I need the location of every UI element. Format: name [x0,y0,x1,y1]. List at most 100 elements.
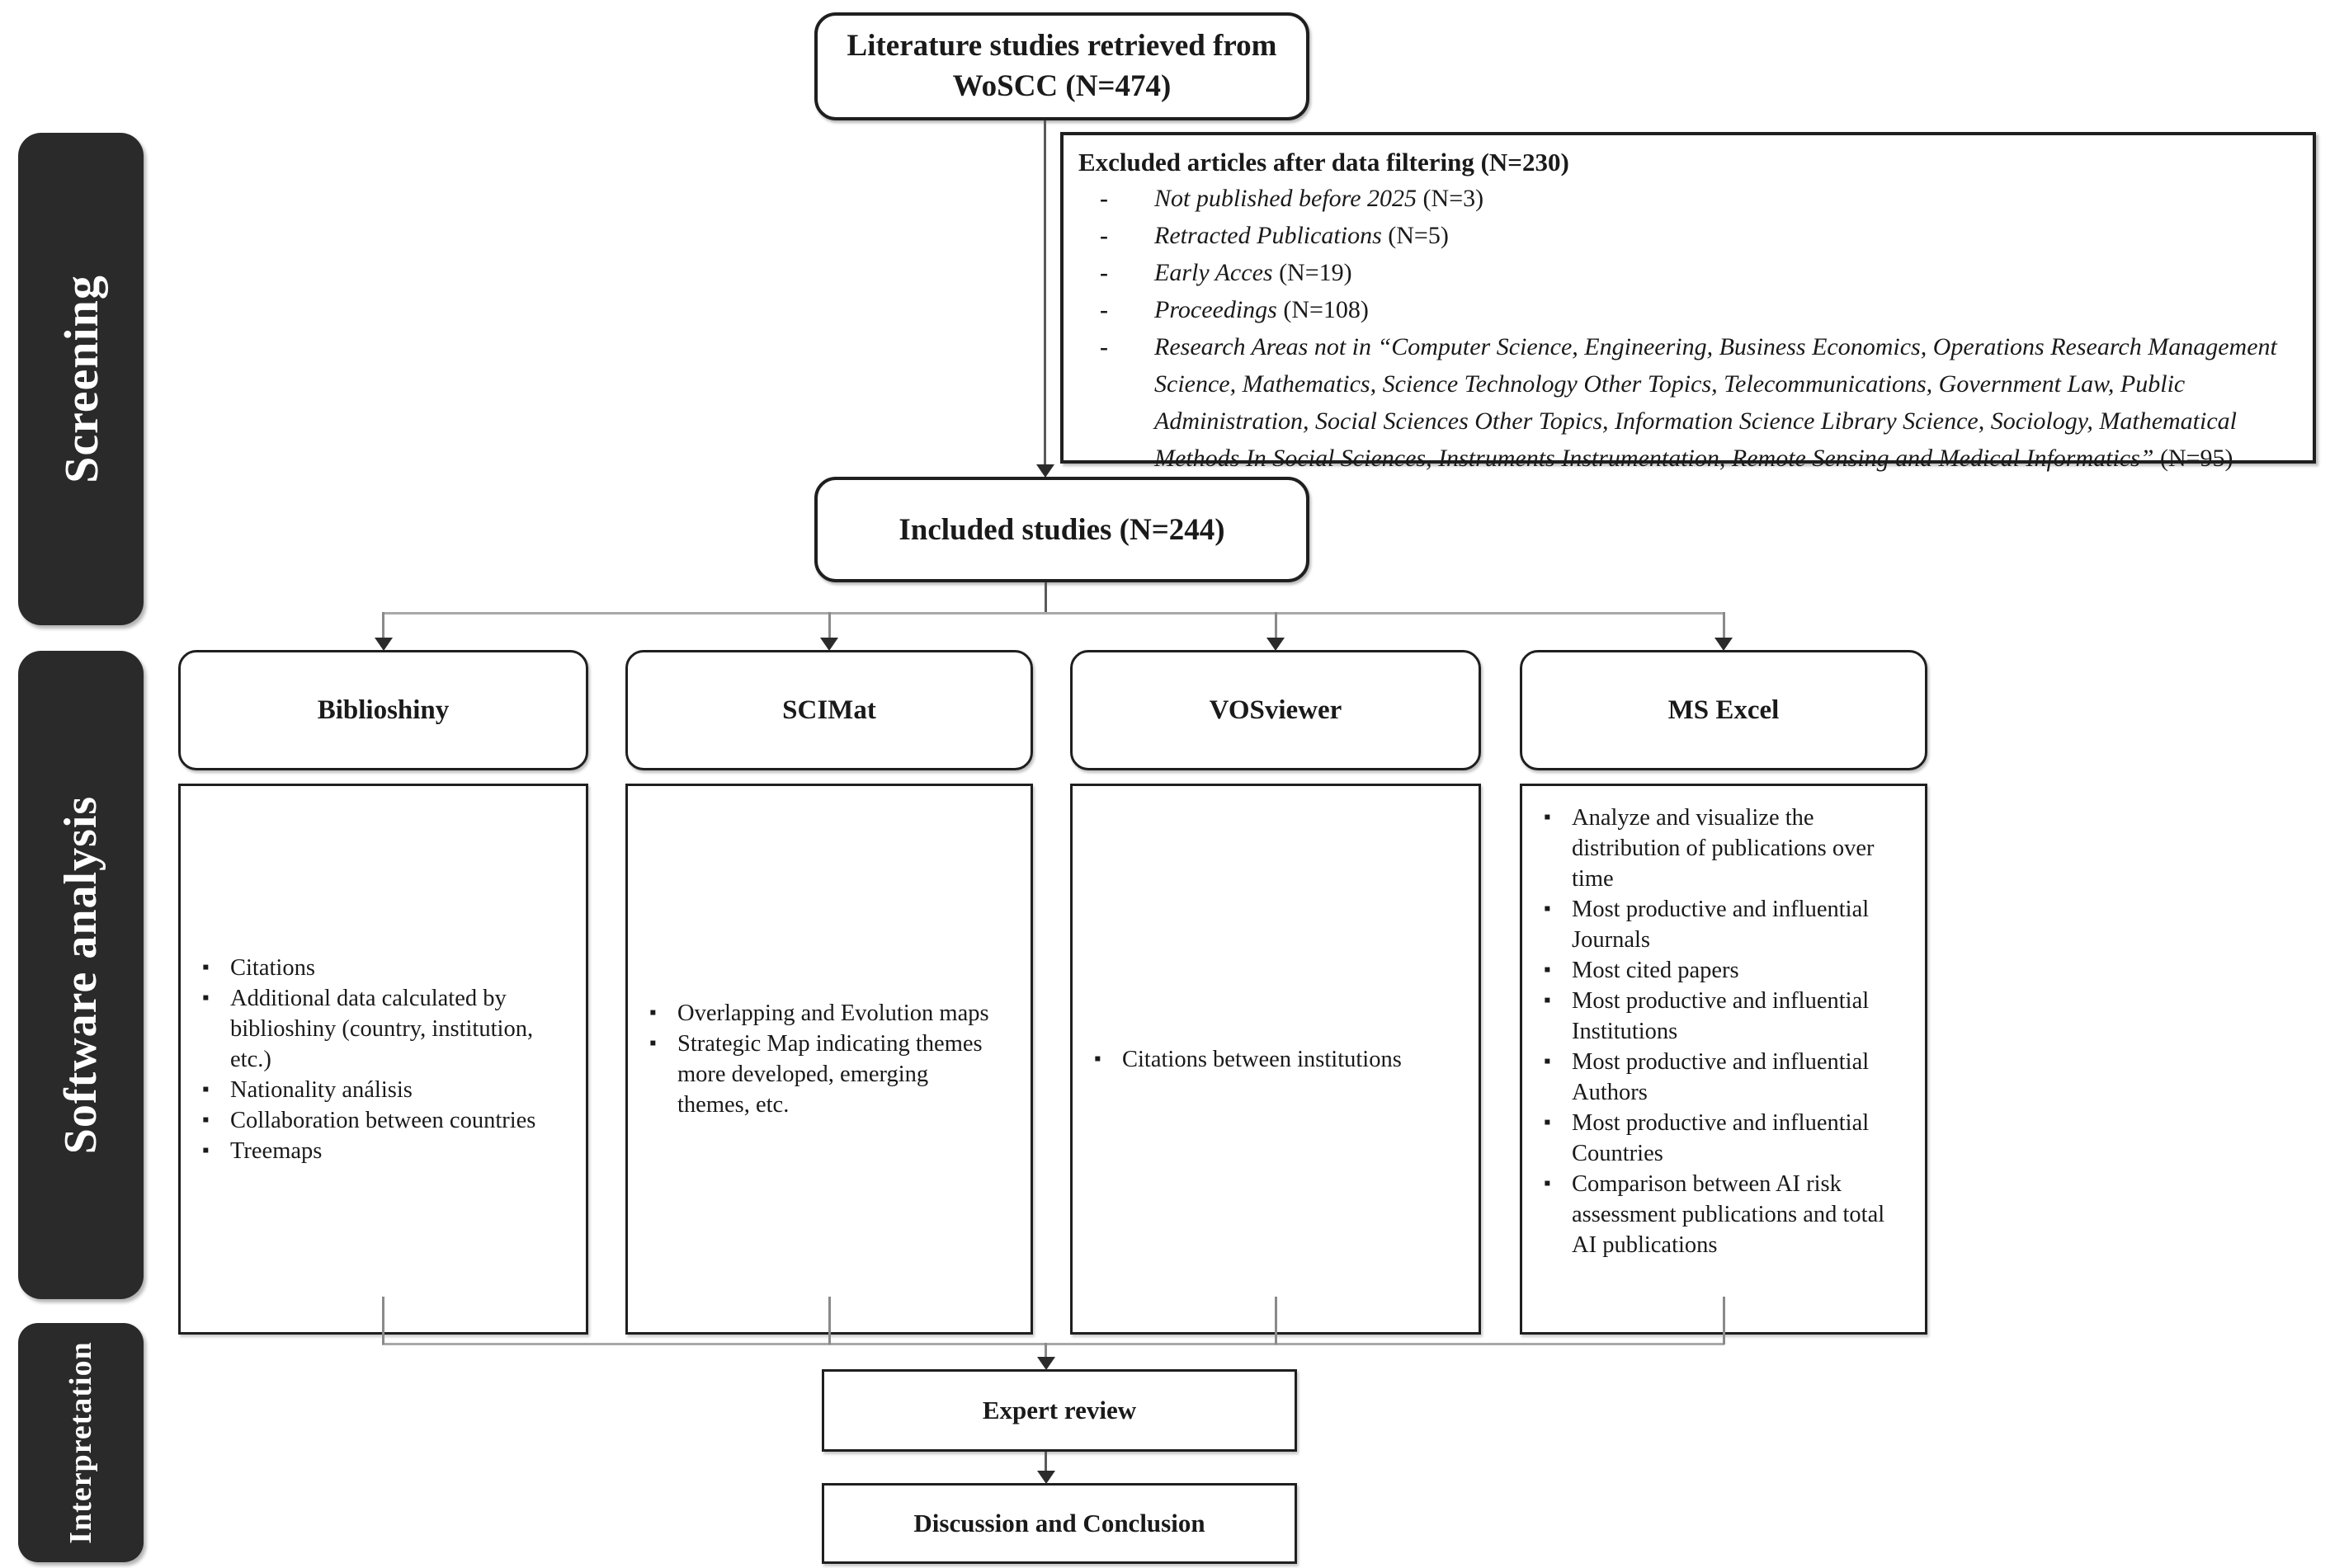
square-bullet: ▪ [1544,1112,1551,1133]
tool-column-biblioshiny: Biblioshiny ▪ Citations ▪ Additional data c… [178,650,588,1568]
expert-review-label: Expert review [982,1396,1137,1424]
tool-list-item: ▪Collaboration between countries [202,1105,558,1136]
tool-header: SCIMat [625,650,1033,770]
included-studies-box: Included studies (N=244) [814,477,1309,582]
connector-expert-stem [1045,1343,1047,1358]
included-studies-label: Included studies (N=244) [899,512,1225,547]
tool-item-text: Comparison between AI risk assessment pu… [1572,1171,1885,1258]
discussion-conclusion-label: Discussion and Conclusion [913,1509,1205,1537]
connector-included-drop [1045,582,1047,614]
connector-top-vertical [1044,120,1046,464]
connector-header-stem [1274,612,1277,638]
excluded-item-text: Early Acces (N=19) [1154,259,1352,286]
literature-retrieved-box: Literature studies retrieved from WoSCC … [814,12,1309,120]
tool-list-item: ▪ Citations between institutions [1094,1044,1450,1075]
dash-bullet: - [1100,296,1108,323]
square-bullet: ▪ [649,1002,657,1024]
arrowhead-into-included [1036,464,1054,478]
tool-title: SCIMat [782,695,876,725]
square-bullet: ▪ [202,986,210,1009]
tool-item-text: Analyze and visualize the distribution o… [1572,805,1875,892]
excluded-item: - Retracted Publications (N=5) [1078,217,2291,254]
square-bullet: ▪ [202,956,210,978]
excluded-item-text: Retracted Publications (N=5) [1154,222,1449,249]
arrowhead-into-tool [1714,638,1733,651]
tool-list: ▪ Citations ▪ Additional data calculated by… [202,953,558,1166]
excluded-item: -Research Areas not in “Computer Science… [1078,328,2291,477]
tool-item-text: Citations [230,954,315,981]
tool-item-text: Overlapping and Evolution maps [677,1001,989,1026]
tool-title: VOSviewer [1209,695,1342,725]
tool-item-text: Treemaps [230,1137,323,1164]
excluded-articles-title: Excluded articles after data filtering (… [1078,148,1569,177]
tool-item-text: Most cited papers [1572,958,1739,983]
square-bullet: ▪ [202,1139,210,1161]
dash-bullet: - [1100,222,1108,249]
tool-body: ▪ Citations between institutions [1070,784,1481,1335]
arrowhead-into-conclusion [1037,1471,1055,1484]
excluded-item-count: (N=19) [1279,259,1352,286]
arrowhead-into-tool [374,638,393,651]
tool-body: ▪ Analyze and visualize the distribution … [1520,784,1927,1335]
excluded-item-count: (N=95) [2159,445,2233,472]
square-bullet: ▪ [1544,807,1551,828]
arrowhead-into-tool [820,638,838,651]
literature-retrieved-label: Literature studies retrieved from WoSCC … [847,29,1277,103]
tool-list-item: ▪Nationality análisis [202,1075,558,1105]
excluded-item: - Early Acces (N=19) [1078,254,2291,291]
excluded-list: - Not published before 2025 (N=3) - Retract… [1078,180,2291,477]
tool-list-item: ▪Most productive and influential Authors [1544,1047,1897,1108]
excluded-item-text: Proceedings (N=108) [1154,296,1369,323]
tool-list-item: ▪ Comparison between AI risk assessment p… [1544,1169,1897,1260]
dash-bullet: - [1100,259,1108,286]
tool-list: ▪ Citations between institutions [1094,1044,1450,1075]
tool-header: MS Excel [1520,650,1927,770]
arrowhead-into-tool [1266,638,1285,651]
tool-list-item: ▪ Citations [202,953,558,983]
connector-header-stem [382,612,384,638]
tool-list-item: ▪ Most productive and influential Journal… [1544,894,1897,955]
connector-header-stem [828,612,831,638]
connector-branch-bottom [382,1343,1724,1345]
tool-list-item: ▪ Overlapping and Evolution maps [649,998,1002,1029]
dash-bullet: - [1100,333,1108,360]
tool-item-text: Strategic Map indicating themes more dev… [677,1031,983,1118]
excluded-item-count: (N=3) [1422,185,1484,212]
tool-item-text: Additional data calculated by biblioshin… [230,985,534,1072]
tool-list-item: ▪ Treemaps [202,1136,558,1166]
stage-screening-label: Screening [54,275,108,483]
tool-body: ▪ Overlapping and Evolution maps▪ Strategi… [625,784,1033,1335]
dash-bullet: - [1100,185,1108,212]
tool-item-text: Most productive and influential Journals [1572,897,1870,953]
tool-item-text: Collaboration between countries [230,1107,536,1133]
tool-list: ▪ Analyze and visualize the distribution … [1544,803,1897,1260]
excluded-item: - Not published before 2025 (N=3) [1078,180,2291,217]
arrowhead-into-expert [1037,1357,1055,1370]
tool-column-scimat: SCIMat ▪ Overlapping and Evolution maps▪ S… [625,650,1033,1568]
square-bullet: ▪ [1544,898,1551,920]
tool-list-item: ▪Most cited papers [1544,955,1897,986]
excluded-item-count: (N=108) [1283,296,1369,323]
stage-software-analysis-label: Software analysis [55,795,106,1155]
connector-header-stem [1722,612,1725,638]
excluded-item-text: Not published before 2025 (N=3) [1154,185,1484,212]
tool-item-text: Citations between institutions [1122,1046,1402,1072]
connector-branch-top [382,612,1724,614]
tool-list-item: ▪ Analyze and visualize the distribution … [1544,803,1897,894]
discussion-conclusion-box: Discussion and Conclusion [822,1483,1297,1564]
tool-title: MS Excel [1667,695,1780,725]
tool-column-vosviewer: VOSviewer ▪ Citations between institution… [1070,650,1481,1568]
expert-review-box: Expert review [822,1369,1297,1452]
square-bullet: ▪ [202,1078,210,1100]
tool-title: Biblioshiny [317,695,450,725]
excluded-item: - Proceedings (N=108) [1078,291,2291,328]
stage-interpretation-label: Interpretation [64,1341,98,1544]
tool-item-text: Most productive and influential Countrie… [1572,1110,1870,1166]
square-bullet: ▪ [1544,990,1551,1011]
square-bullet: ▪ [1544,1173,1551,1194]
tool-list: ▪ Overlapping and Evolution maps▪ Strategi… [649,998,1002,1120]
tool-list-item: ▪ Additional data calculated by biblioshi… [202,983,558,1075]
square-bullet: ▪ [1094,1048,1101,1070]
stage-screening: Screening [18,133,144,625]
